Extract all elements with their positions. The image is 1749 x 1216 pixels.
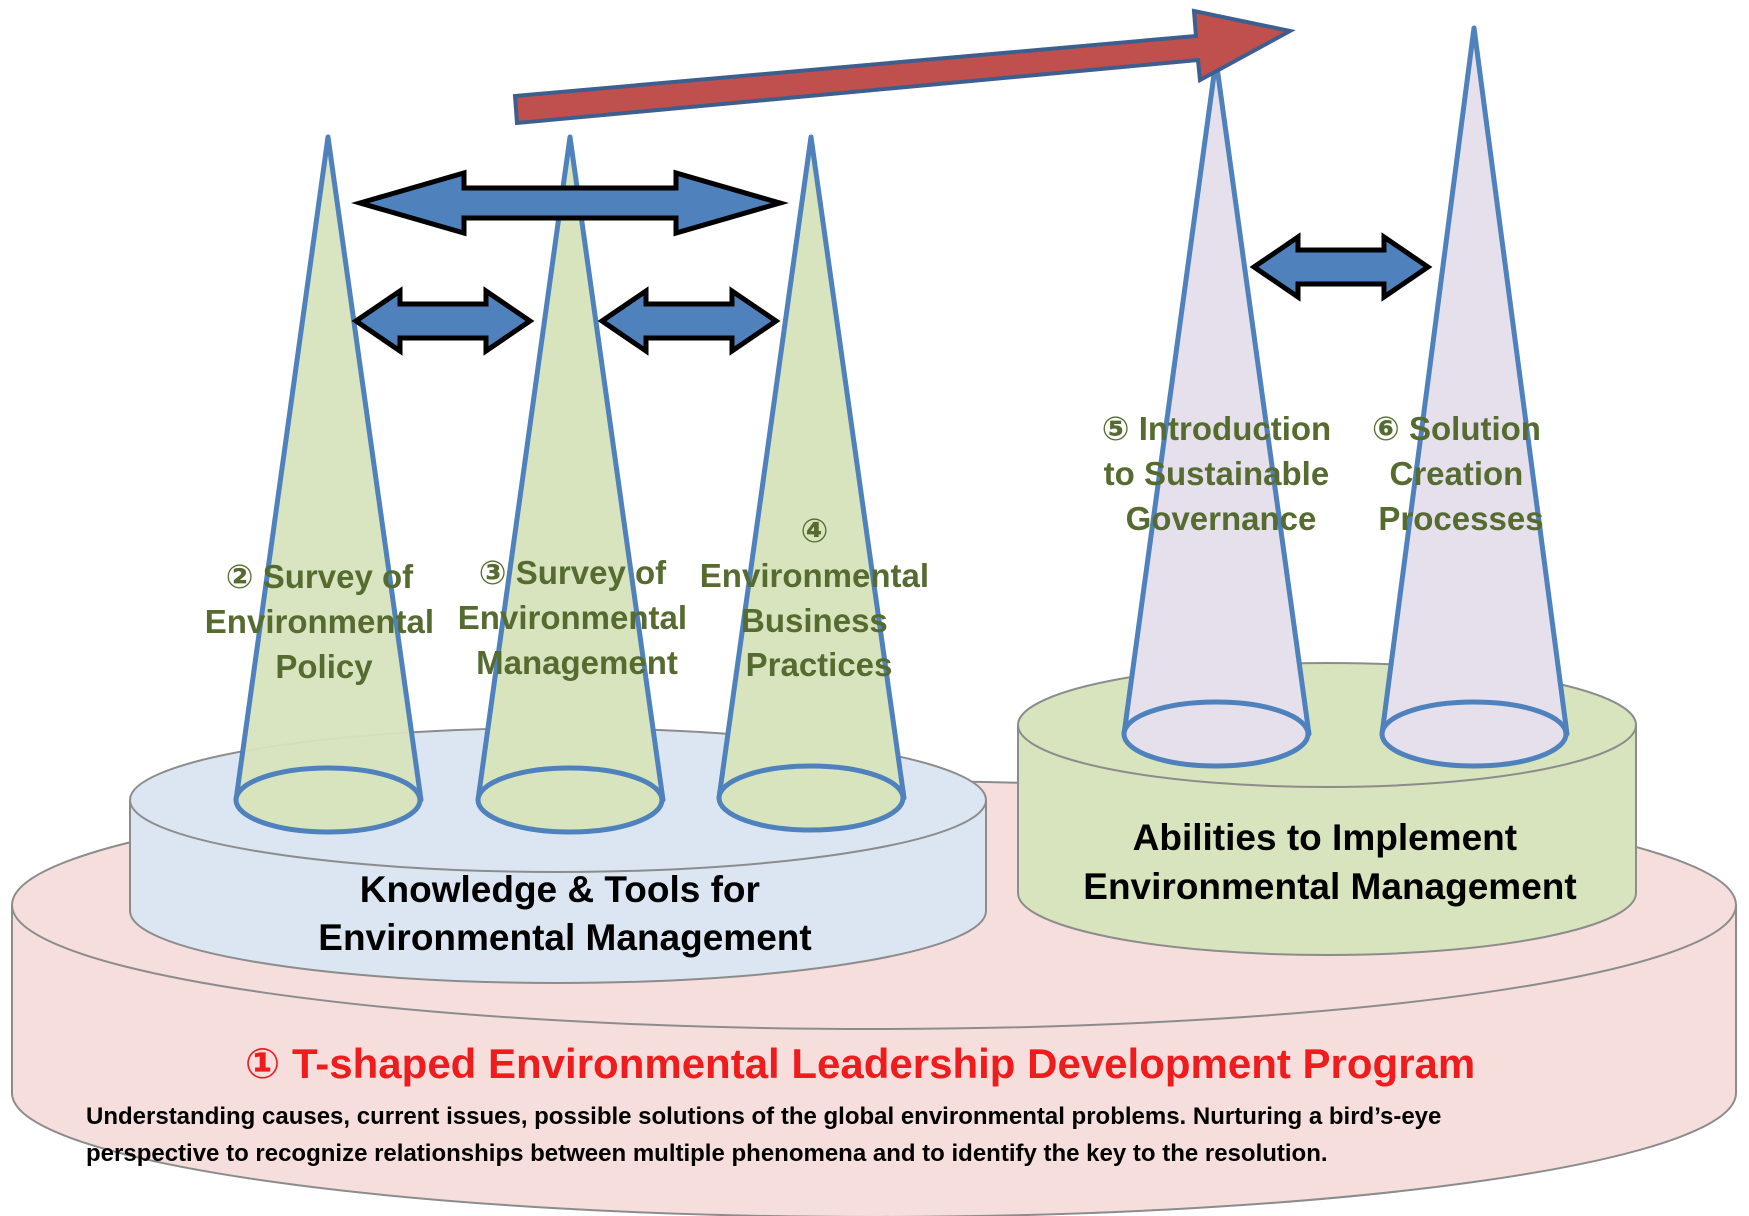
abilities-platform-label: Abilities to Implement Environmental Man… [1083,817,1576,907]
cone-6-base [1379,699,1569,769]
cone-3 [475,134,666,835]
program-title: ① T-shaped Environmental Leadership Deve… [245,1040,1476,1087]
cone-5-label: ⑤ Introduction to Sustainable Governance [1102,410,1341,537]
cone-4 [716,134,907,833]
cone-6-body [1379,25,1570,737]
program-description: Understanding causes, current issues, po… [86,1103,1448,1167]
abilities-platform-body [1017,724,1637,956]
cone-4-base [716,763,906,833]
cone-5 [1121,57,1312,769]
double-arrow-5-6 [1249,232,1433,302]
cone-4-label: ④ Environmental Business Practices [700,512,938,683]
cone-2-label: ② Survey of Environmental Policy [205,558,443,685]
double-arrow-long-2-4 [350,169,790,237]
cone-3-label: ③ Survey of Environmental Management [458,554,696,681]
cone-4-body [716,134,907,801]
cone-6 [1379,25,1570,769]
cone-2-base [233,765,423,835]
cone-5-base [1121,699,1311,769]
double-arrow-2-3 [351,286,535,356]
cone-2 [233,134,424,835]
cone-2-body [233,134,424,803]
double-arrow-3-4 [597,286,781,356]
cone-6-label: ⑥ Solution Creation Processes [1372,410,1550,537]
cone-3-body [475,134,666,803]
progression-arrow [512,8,1296,126]
cone-3-base [475,765,665,835]
knowledge-platform-label: Knowledge & Tools for Environmental Mana… [318,869,811,958]
cone-5-body [1121,57,1312,737]
